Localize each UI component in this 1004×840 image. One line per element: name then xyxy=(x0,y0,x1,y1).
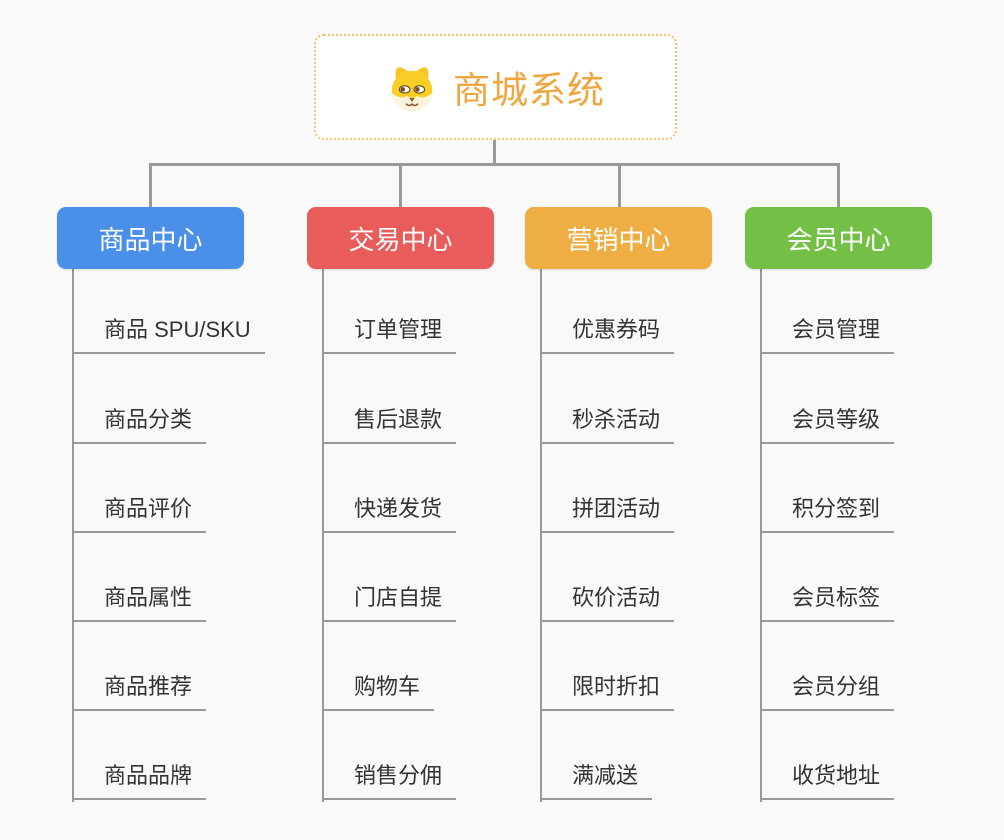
leaf-node[interactable]: 商品品牌 xyxy=(72,760,207,800)
root-title: 商城系统 xyxy=(453,70,605,111)
leaf-node[interactable]: 会员管理 xyxy=(760,314,895,354)
leaf-node[interactable]: 限时折扣 xyxy=(540,671,675,711)
leaf-node[interactable]: 收货地址 xyxy=(760,760,895,800)
leaf-node[interactable]: 销售分佣 xyxy=(322,760,457,800)
branch-node-marketing-center[interactable]: 营销中心 xyxy=(525,207,712,269)
connector-trunk-member xyxy=(760,269,762,802)
leaf-node[interactable]: 商品属性 xyxy=(72,582,207,622)
leaf-node[interactable]: 门店自提 xyxy=(322,582,457,622)
branch-label: 商品中心 xyxy=(98,224,203,255)
branch-node-trade-center[interactable]: 交易中心 xyxy=(307,207,494,269)
connector-drop-trade xyxy=(399,163,402,208)
branch-node-product-center[interactable]: 商品中心 xyxy=(57,207,244,269)
leaf-node[interactable]: 会员标签 xyxy=(760,582,895,622)
branch-label: 交易中心 xyxy=(348,224,453,255)
root-node[interactable]: 商城系统 xyxy=(314,34,677,140)
leaf-node[interactable]: 满减送 xyxy=(540,760,653,800)
connector-bus xyxy=(149,163,840,166)
connector-trunk-product xyxy=(72,269,74,802)
branch-label: 会员中心 xyxy=(786,224,891,255)
leaf-node[interactable]: 积分签到 xyxy=(760,493,895,533)
leaf-node[interactable]: 商品 SPU/SKU xyxy=(72,314,265,354)
leaf-node[interactable]: 商品推荐 xyxy=(72,671,207,711)
leaf-node[interactable]: 订单管理 xyxy=(322,314,457,354)
leaf-node[interactable]: 售后退款 xyxy=(322,404,457,444)
connector-trunk-marketing xyxy=(540,269,542,802)
connector-drop-product xyxy=(149,163,152,208)
leaf-node[interactable]: 会员等级 xyxy=(760,404,895,444)
leaf-node[interactable]: 购物车 xyxy=(322,671,435,711)
connector-root-trunk xyxy=(493,138,496,164)
connector-drop-member xyxy=(837,163,840,208)
leaf-node[interactable]: 优惠券码 xyxy=(540,314,675,354)
connector-drop-marketing xyxy=(618,163,621,208)
leaf-node[interactable]: 商品分类 xyxy=(72,404,207,444)
leaf-node[interactable]: 商品评价 xyxy=(72,493,207,533)
leaf-node[interactable]: 砍价活动 xyxy=(540,582,675,622)
dog-face-icon xyxy=(386,61,438,113)
leaf-node[interactable]: 会员分组 xyxy=(760,671,895,711)
leaf-node[interactable]: 快递发货 xyxy=(322,493,457,533)
leaf-node[interactable]: 秒杀活动 xyxy=(540,404,675,444)
branch-label: 营销中心 xyxy=(566,224,671,255)
connector-trunk-trade xyxy=(322,269,324,802)
leaf-node[interactable]: 拼团活动 xyxy=(540,493,675,533)
branch-node-member-center[interactable]: 会员中心 xyxy=(745,207,932,269)
